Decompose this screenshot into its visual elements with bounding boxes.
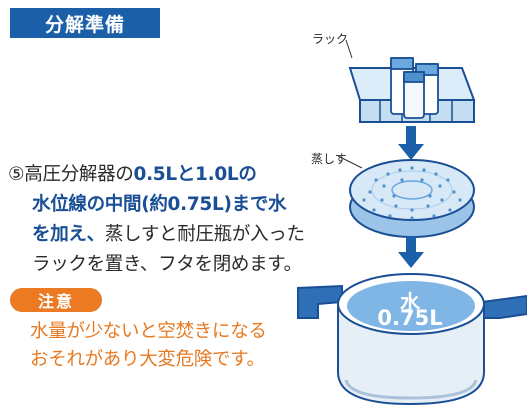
caution-text: 水量が少ないと空焚きになる おそれがあり大変危険です。 [30,318,315,374]
steamer-label: 蒸しす [311,152,347,166]
arrow-down-icon [398,236,424,268]
instruction-line-1-plain: 高圧分解器の [24,164,134,185]
instruction-line-3-plain: 蒸しすと耐圧瓶が入った [104,224,305,245]
instruction-line-3: を加え、蒸しすと耐圧瓶が入った [8,220,313,250]
pressure-pot-illustration [297,273,527,406]
arrow-down-icon [398,126,424,160]
instruction-line-1: ⑤高圧分解器の0.5Lと1.0Lの [8,160,313,190]
rack-illustration [345,39,476,123]
caution-badge: 注意 [10,288,102,312]
instruction-text: ⑤高圧分解器の0.5Lと1.0Lの 水位線の中間(約0.75L)まで水 を加え、… [8,160,313,280]
section-title: 分解準備 [10,8,160,38]
water-label: 水 [400,290,420,314]
caution-line-2: おそれがあり大変危険です。 [30,349,265,370]
water-volume: 0.75L [377,306,443,330]
step-marker: ⑤ [8,164,25,185]
instruction-line-3-bold: を加え、 [32,224,105,245]
instruction-line-1-bold: 0.5Lと1.0Lの [133,164,257,185]
steamer-illustration [337,155,475,238]
instruction-line-2: 水位線の中間(約0.75L)まで水 [32,194,287,215]
caution-line-1: 水量が少ないと空焚きになる [30,321,267,342]
rack-label: ラック [312,32,349,46]
instruction-line-4: ラックを置き、フタを閉めます。 [32,254,302,275]
